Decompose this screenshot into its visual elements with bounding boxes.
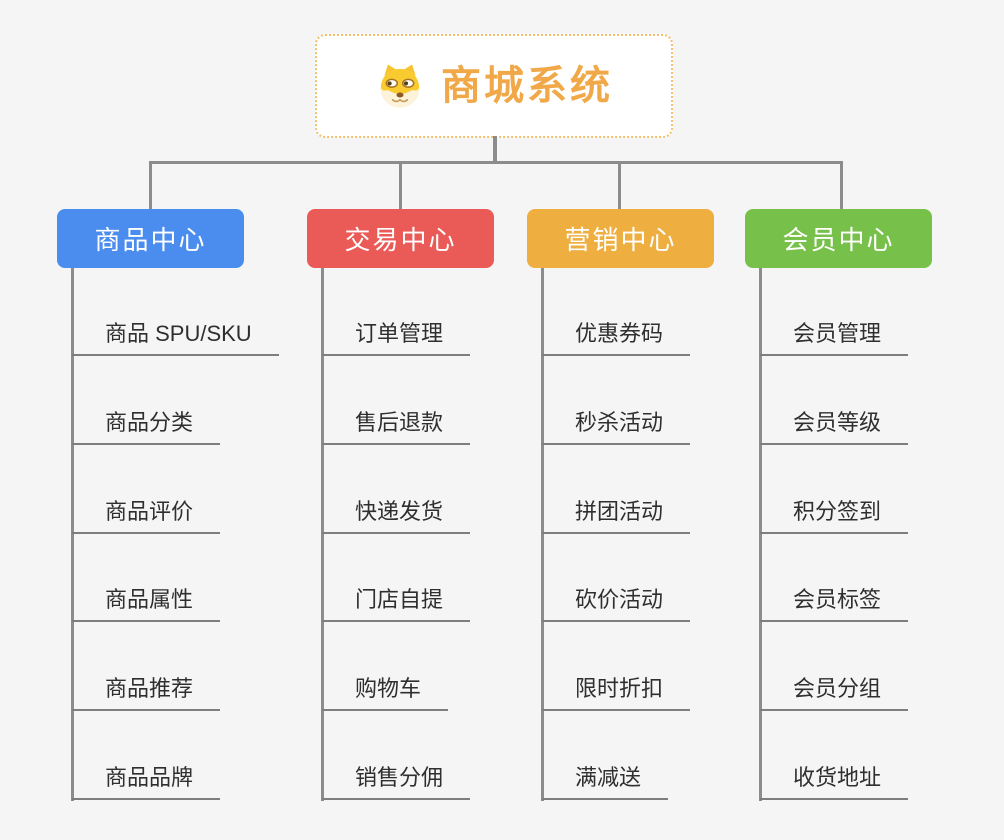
connector-branch-drop (618, 163, 621, 210)
branch-spine (541, 268, 544, 801)
tree-item[interactable]: 优惠券码 (542, 319, 691, 356)
tree-item[interactable]: 商品 SPU/SKU (72, 319, 279, 356)
root-title: 商城系统 (441, 64, 613, 108)
tree-item[interactable]: 售后退款 (322, 408, 471, 445)
tree-item-label: 满减送 (575, 765, 642, 790)
tree-item[interactable]: 商品分类 (72, 408, 221, 445)
tree-item[interactable]: 限时折扣 (542, 674, 691, 712)
branch-spine (321, 268, 324, 801)
tree-item-label: 会员管理 (793, 321, 882, 346)
branch-header-product[interactable]: 商品中心 (57, 209, 244, 268)
tree-item[interactable]: 会员管理 (760, 319, 909, 356)
tree-item[interactable]: 秒杀活动 (542, 408, 691, 445)
tree-item-label: 商品属性 (105, 587, 194, 613)
tree-item-label: 商品 SPU/SKU (105, 321, 252, 346)
tree-item[interactable]: 会员等级 (760, 408, 909, 445)
tree-item-label: 销售分佣 (355, 765, 444, 790)
tree-item-label: 订单管理 (355, 321, 444, 346)
tree-item-label: 秒杀活动 (575, 409, 664, 435)
tree-item-label: 购物车 (355, 676, 422, 702)
connector-branch-drop (399, 163, 402, 210)
root-node[interactable]: 商城系统 (315, 34, 673, 138)
connector-root-drop (493, 136, 497, 163)
branch-header-member[interactable]: 会员中心 (745, 209, 932, 268)
branch-spine (759, 268, 762, 801)
tree-item[interactable]: 拼团活动 (542, 497, 691, 534)
connector-branch-drop (149, 163, 152, 210)
tree-item[interactable]: 快递发货 (322, 497, 471, 534)
branch-items: 优惠券码秒杀活动拼团活动砍价活动限时折扣满减送 (527, 209, 787, 840)
tree-item-label: 会员分组 (793, 676, 882, 702)
tree-item[interactable]: 商品推荐 (72, 674, 221, 712)
tree-item-label: 商品推荐 (105, 676, 194, 702)
tree-item[interactable]: 门店自提 (322, 585, 471, 623)
tree-item-label: 商品品牌 (105, 765, 194, 790)
tree-item-label: 售后退款 (355, 409, 444, 435)
tree-item[interactable]: 收货地址 (760, 763, 909, 800)
branch-marketing-center: 营销中心 优惠券码秒杀活动拼团活动砍价活动限时折扣满减送 (527, 209, 787, 840)
tree-item-label: 快递发货 (355, 498, 444, 524)
branch-trade-center: 交易中心 订单管理售后退款快递发货门店自提购物车销售分佣 (307, 209, 567, 840)
dog-face-icon (380, 64, 420, 108)
branch-member-center: 会员中心 会员管理会员等级积分签到会员标签会员分组收货地址 (745, 209, 1004, 840)
tree-item-label: 限时折扣 (575, 676, 664, 702)
branch-items: 订单管理售后退款快递发货门店自提购物车销售分佣 (307, 209, 567, 840)
tree-item[interactable]: 砍价活动 (542, 585, 691, 623)
tree-item-label: 收货地址 (793, 765, 882, 790)
tree-item-label: 会员标签 (793, 587, 882, 613)
tree-item-label: 优惠券码 (575, 321, 664, 346)
tree-item[interactable]: 销售分佣 (322, 763, 471, 800)
tree-item[interactable]: 订单管理 (322, 319, 471, 356)
tree-item-label: 拼团活动 (575, 498, 664, 524)
tree-item-label: 商品分类 (105, 409, 194, 435)
connector-horizontal (149, 161, 843, 164)
tree-item[interactable]: 会员分组 (760, 674, 909, 712)
branch-header-trade[interactable]: 交易中心 (307, 209, 494, 268)
tree-item-label: 砍价活动 (575, 587, 664, 613)
tree-item-label: 会员等级 (793, 409, 882, 435)
tree-item[interactable]: 商品品牌 (72, 763, 221, 800)
tree-item[interactable]: 购物车 (322, 674, 449, 712)
branch-header-marketing[interactable]: 营销中心 (527, 209, 714, 268)
tree-item-label: 商品评价 (105, 498, 194, 524)
tree-item[interactable]: 商品属性 (72, 585, 221, 623)
branch-product-center: 商品中心 商品 SPU/SKU 商品分类商品评价商品属性商品推荐商品品牌 (57, 209, 317, 840)
branch-items: 会员管理会员等级积分签到会员标签会员分组收货地址 (745, 209, 1004, 840)
connector-branch-drop (840, 163, 843, 210)
tree-item-label: 门店自提 (355, 587, 444, 613)
tree-item[interactable]: 满减送 (542, 763, 669, 800)
tree-item[interactable]: 会员标签 (760, 585, 909, 623)
tree-item-label: 积分签到 (793, 498, 882, 524)
branch-spine (71, 268, 74, 801)
branch-items: 商品 SPU/SKU 商品分类商品评价商品属性商品推荐商品品牌 (57, 209, 317, 840)
tree-item[interactable]: 积分签到 (760, 497, 909, 534)
tree-item[interactable]: 商品评价 (72, 497, 221, 534)
